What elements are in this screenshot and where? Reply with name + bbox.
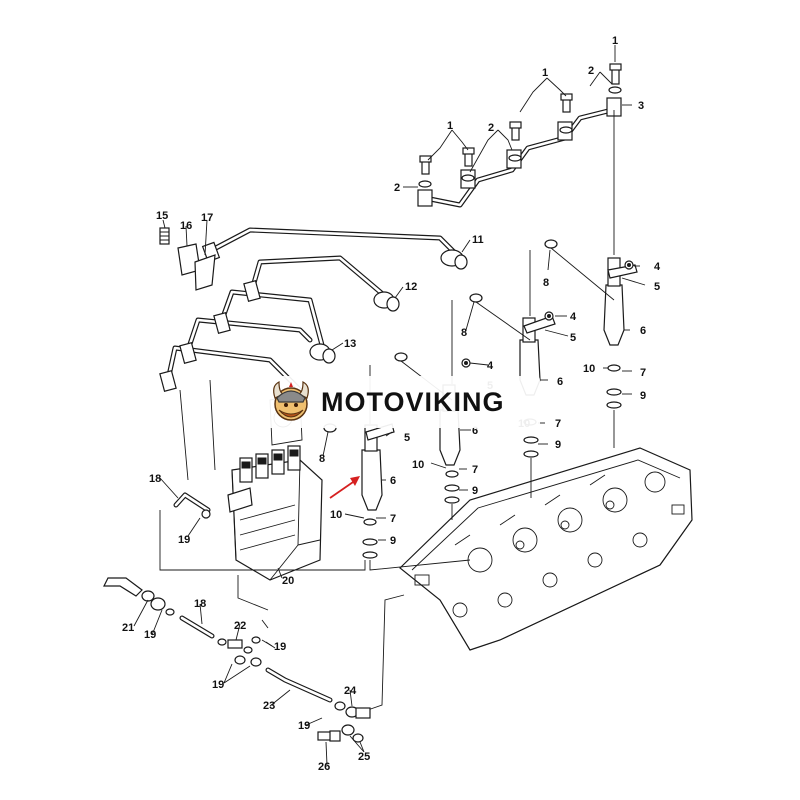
callout-2: 2: [488, 122, 494, 134]
callout-5: 5: [570, 332, 576, 344]
lower-leak-line: [103, 577, 371, 743]
callout-1: 1: [612, 35, 618, 47]
callout-12: 12: [405, 281, 417, 293]
brand-name: MOTOVIKING: [321, 386, 505, 417]
injector-1: [361, 423, 395, 559]
callout-19: 19: [178, 534, 190, 546]
callout-5: 5: [654, 281, 660, 293]
callout-22: 22: [234, 620, 246, 632]
callout-1: 1: [542, 67, 548, 79]
callout-10: 10: [412, 459, 424, 471]
callout-23: 23: [263, 700, 275, 712]
callout-6: 6: [472, 425, 478, 437]
callout-5: 5: [404, 432, 410, 444]
callout-21: 21: [122, 622, 134, 634]
callout-7: 7: [472, 464, 478, 476]
callout-19: 19: [212, 679, 224, 691]
injection-pump: [227, 394, 323, 581]
indicator-arrow: [329, 476, 360, 499]
viking-mascot-icon: [273, 381, 309, 421]
callout-9: 9: [390, 535, 396, 547]
callout-13: 13: [344, 338, 356, 350]
callout-7: 7: [555, 418, 561, 430]
callout-15: 15: [156, 210, 168, 222]
callout-8: 8: [543, 277, 549, 289]
return-hose-upper: [173, 492, 211, 519]
callout-19: 19: [274, 641, 286, 653]
callout-24: 24: [344, 685, 357, 697]
callout-9: 9: [472, 485, 478, 497]
callout-6: 6: [640, 325, 646, 337]
leader-lines: [133, 45, 646, 766]
callout-25: 25: [358, 751, 370, 763]
callout-2: 2: [394, 182, 400, 194]
callout-19: 19: [144, 629, 156, 641]
brand-watermark: MOTOVIKING: [263, 376, 540, 428]
callout-9: 9: [640, 390, 646, 402]
callout-18: 18: [194, 598, 206, 610]
injection-pipes: [159, 227, 468, 393]
callout-26: 26: [318, 761, 330, 773]
callout-1: 1: [447, 120, 453, 132]
callout-17: 17: [201, 212, 213, 224]
injector-4: [603, 257, 638, 409]
callout-19: 19: [298, 720, 310, 732]
callout-8: 8: [319, 453, 325, 465]
cylinder-head: [399, 447, 693, 651]
callout-20: 20: [282, 575, 294, 587]
callout-8: 8: [461, 327, 467, 339]
callout-11: 11: [472, 234, 484, 246]
callout-10: 10: [330, 509, 342, 521]
callout-4: 4: [654, 261, 661, 273]
clamp-nuts: [461, 260, 634, 368]
callout-6: 6: [557, 376, 563, 388]
pump-alignment: [159, 379, 405, 713]
callout-4: 4: [487, 360, 494, 372]
banjo-bolts: [418, 63, 622, 188]
callout-7: 7: [640, 367, 646, 379]
callout-7: 7: [390, 513, 396, 525]
callout-18: 18: [149, 473, 161, 485]
callout-9: 9: [555, 439, 561, 451]
callout-16: 16: [180, 220, 192, 232]
callout-labels: 1 1 1 2 2 2 3 4 4 4 5 5 5 5 6 6 6 6 7 7 …: [122, 35, 661, 773]
callout-6: 6: [390, 475, 396, 487]
callout-3: 3: [638, 100, 644, 112]
callout-10: 10: [583, 363, 595, 375]
pipe-clamp: [159, 227, 216, 291]
callout-2: 2: [588, 65, 594, 77]
callout-4: 4: [570, 311, 577, 323]
leak-off-pipe: [417, 97, 622, 208]
